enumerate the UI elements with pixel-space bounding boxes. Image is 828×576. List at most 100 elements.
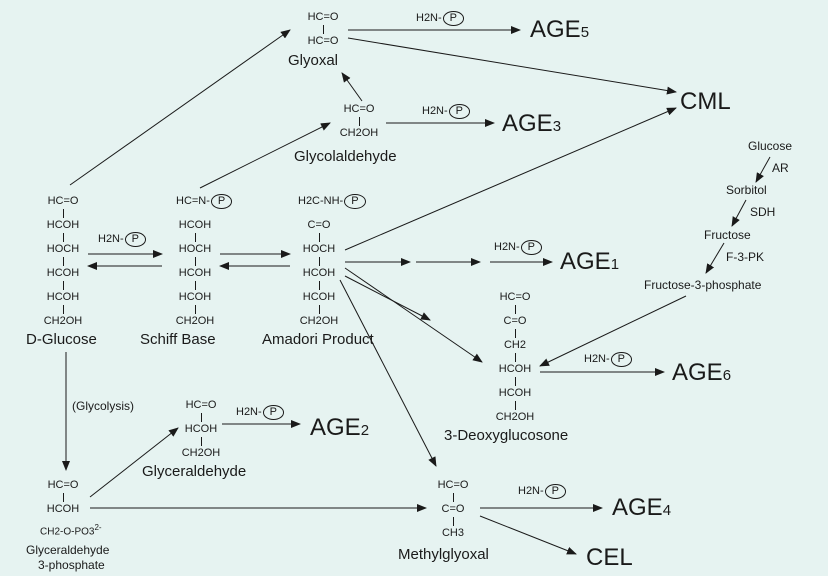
- glucose-row: HOCH: [40, 244, 86, 268]
- amine-label: H2N-P: [584, 352, 633, 367]
- glyceraldehyde-structure: HC=O HCOH CH2OH: [178, 400, 224, 472]
- age4-label: AGE4: [612, 494, 672, 521]
- age3-label: AGE3: [502, 110, 562, 137]
- schiff-base-label: Schiff Base: [140, 331, 216, 348]
- deoxy-row: HCOH: [492, 364, 538, 388]
- age6-label: AGE6: [672, 359, 732, 386]
- sdh-enzyme-label: SDH: [750, 205, 776, 219]
- g3p-label-line1: Glyceraldehyde: [26, 543, 110, 557]
- glucose-row: HCOH: [40, 292, 86, 316]
- arrow-amadori-to-3dg-lower: [344, 275, 431, 321]
- glyoxal-structure: HC=O HC=O: [300, 12, 346, 60]
- amine-label: H2N-P: [494, 240, 543, 255]
- glycolaldehyde-label: Glycolaldehyde: [294, 148, 397, 165]
- protein-p-icon: P: [344, 194, 366, 209]
- glycolaldehyde-structure: HC=O CH2OH: [336, 104, 382, 152]
- protein-p-icon: P: [520, 240, 543, 255]
- glyoxal-label: Glyoxal: [288, 52, 339, 69]
- amine-label: H2N-P: [518, 484, 567, 499]
- amine-label: H2N-P: [236, 405, 285, 420]
- deoxy-row: C=O: [492, 316, 538, 340]
- amadori-product-label: Amadori Product: [262, 331, 374, 348]
- protein-p-icon: P: [442, 11, 465, 26]
- f3pk-enzyme-label: F-3-PK: [726, 250, 765, 264]
- deoxy-row: CH2OH: [495, 411, 535, 423]
- d-glucose-label: D-Glucose: [26, 331, 97, 348]
- arrow-methylglyoxal-to-cel: [479, 515, 577, 555]
- amadori-row: HCOH: [296, 292, 342, 316]
- g3p-row: HC=O: [40, 480, 86, 504]
- glucose-polyol-label: Glucose: [748, 139, 793, 153]
- arrow-g3p-to-glyceraldehyde: [89, 427, 179, 498]
- protein-p-icon: P: [124, 232, 147, 247]
- protein-p-icon: P: [610, 352, 633, 367]
- arrow-glycolaldehyde-to-glyoxal: [341, 72, 363, 102]
- deoxy-row: HCOH: [492, 388, 538, 412]
- protein-p-icon: P: [448, 104, 471, 119]
- glucose-row: CH2OH: [43, 315, 83, 327]
- amine-label: H2N-P: [416, 11, 465, 26]
- glycolysis-label: (Glycolysis): [72, 399, 134, 413]
- age1-label: AGE1: [560, 248, 620, 275]
- schiff-row: HCOH: [172, 220, 218, 244]
- arrow-schiff-to-glycolaldehyde: [199, 122, 331, 189]
- amadori-top-group: H2C-NH-P: [298, 194, 366, 209]
- glucose-row: HCOH: [40, 268, 86, 292]
- glyceraldehyde-label: Glyceraldehyde: [142, 463, 247, 480]
- glyceraldehyde-row: HCOH: [178, 424, 224, 448]
- schiff-row: HOCH: [172, 244, 218, 268]
- deoxy-row: HC=O: [492, 292, 538, 316]
- amine-label: H2N-P: [98, 232, 147, 247]
- methylglyoxal-label: Methylglyoxal: [398, 546, 489, 563]
- amine-label: H2N-P: [422, 104, 471, 119]
- methylglyoxal-row: HC=O: [430, 480, 476, 504]
- g3p-structure: HC=O HCOH: [40, 480, 86, 528]
- schiff-row: HCOH: [172, 268, 218, 292]
- methylglyoxal-row: C=O: [430, 504, 476, 528]
- methylglyoxal-row: CH3: [441, 527, 464, 539]
- glycolaldehyde-row: CH2OH: [339, 127, 379, 139]
- age2-label: AGE2: [310, 414, 370, 441]
- d-glucose-structure: HC=O HCOH HOCH HCOH HCOH CH2OH: [40, 196, 86, 340]
- fructose-label: Fructose: [704, 228, 751, 242]
- protein-p-icon: P: [262, 405, 285, 420]
- arrow-f3p-to-3dg: [539, 295, 687, 367]
- protein-p-icon: P: [210, 194, 233, 209]
- amadori-product-structure: C=O HOCH HCOH HCOH CH2OH: [296, 220, 342, 340]
- fructose-3-phosphate-label: Fructose-3-phosphate: [644, 278, 762, 292]
- g3p-label-line2: 3-phosphate: [38, 558, 105, 572]
- glyceraldehyde-row: HC=O: [178, 400, 224, 424]
- schiff-row: HCOH: [172, 292, 218, 316]
- sorbitol-label: Sorbitol: [726, 183, 767, 197]
- arrow-sorbitol-to-fructose: [731, 199, 747, 227]
- glucose-row: HCOH: [40, 220, 86, 244]
- ar-enzyme-label: AR: [772, 161, 789, 175]
- glyceraldehyde-row: CH2OH: [181, 447, 221, 459]
- arrow-glucose-to-sorbitol: [755, 156, 771, 183]
- g3p-row: HCOH: [46, 503, 80, 515]
- arrow-amadori-to-cml: [344, 107, 677, 251]
- glucose-row: HC=O: [40, 196, 86, 220]
- schiff-base-structure: HCOH HOCH HCOH HCOH CH2OH: [172, 220, 218, 340]
- glyoxal-row: HC=O: [307, 35, 339, 47]
- arrow-fructose-to-f3p: [705, 242, 725, 274]
- glyoxal-row: HC=O: [300, 12, 346, 36]
- amadori-row: CH2OH: [299, 315, 339, 327]
- arrow-amadori-to-methylglyoxal: [339, 279, 437, 467]
- cel-label: CEL: [586, 544, 633, 571]
- arrow-glucose-to-glyoxal: [69, 29, 291, 186]
- age5-label: AGE5: [530, 16, 590, 43]
- 3-deoxyglucosone-label: 3-Deoxyglucosone: [444, 427, 569, 444]
- amadori-row: HCOH: [296, 268, 342, 292]
- 3-deoxyglucosone-structure: HC=O C=O CH2 HCOH HCOH CH2OH: [492, 292, 538, 436]
- amadori-row: HOCH: [296, 244, 342, 268]
- schiff-row: CH2OH: [175, 315, 215, 327]
- arrow-amadori-to-3dg-upper: [344, 267, 483, 363]
- amadori-row: C=O: [296, 220, 342, 244]
- protein-p-icon: P: [544, 484, 567, 499]
- methylglyoxal-structure: HC=O C=O CH3: [430, 480, 476, 552]
- deoxy-row: CH2: [492, 340, 538, 364]
- g3p-phosphate-group: CH2-O-PO32-: [40, 523, 102, 538]
